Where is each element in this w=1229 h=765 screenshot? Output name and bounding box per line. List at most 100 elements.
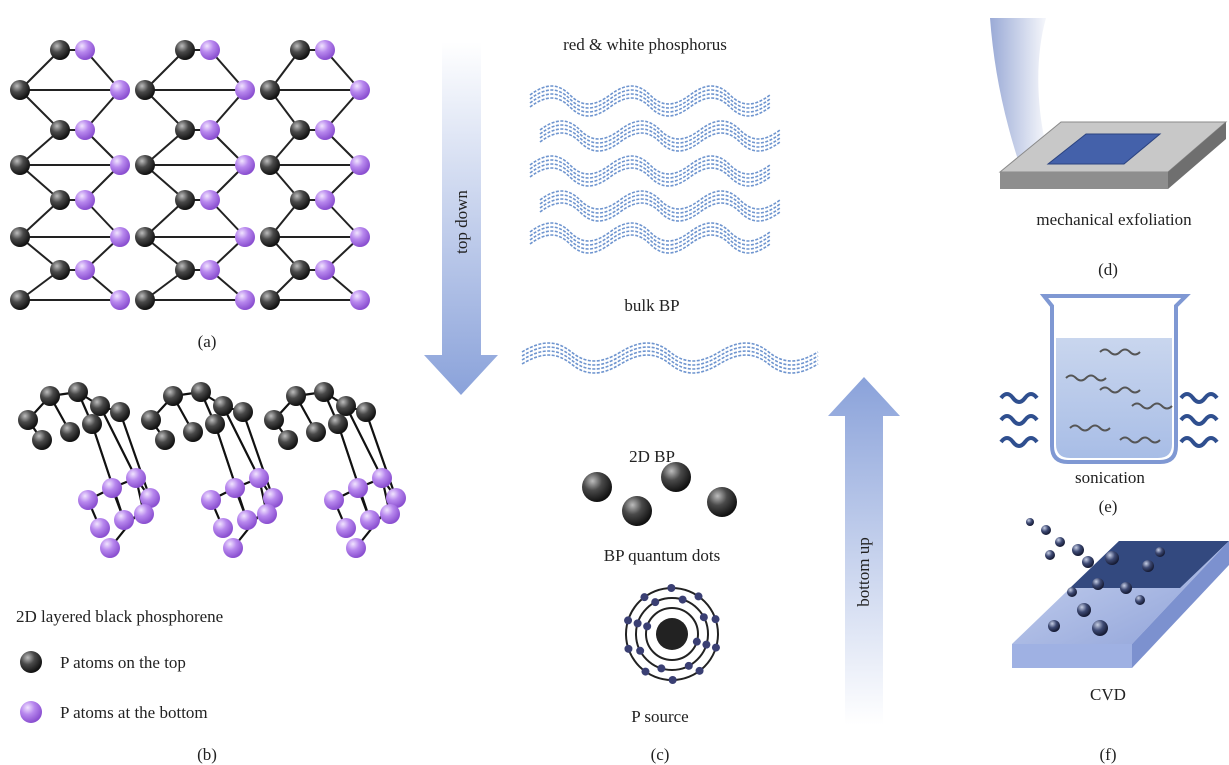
bottom-atom	[235, 80, 255, 100]
top-atom	[175, 260, 195, 280]
bottom-atom	[78, 490, 98, 510]
top-atom	[10, 227, 30, 247]
top-atom	[260, 290, 280, 310]
top-atom	[290, 260, 310, 280]
two-d-bp-illustration	[521, 342, 819, 374]
wave	[1179, 436, 1219, 448]
vapor-particle	[1120, 582, 1132, 594]
top-atom	[328, 414, 348, 434]
quantum-dot	[582, 472, 612, 502]
electron	[657, 664, 666, 673]
bp-flake	[1046, 133, 1162, 165]
electron	[651, 598, 660, 607]
bottom-atom	[235, 155, 255, 175]
top-atom	[290, 120, 310, 140]
legend-top-atoms-label: P atoms on the top	[60, 653, 186, 672]
top-atom	[18, 410, 38, 430]
electron	[694, 592, 703, 601]
sheet-line	[529, 222, 771, 242]
ultrasound-waves	[999, 392, 1219, 448]
top-atom	[135, 80, 155, 100]
electron	[695, 666, 704, 675]
bottom-atom	[257, 504, 277, 524]
bottom-atom	[380, 504, 400, 524]
sheet-line	[529, 155, 771, 175]
bottom-atom	[110, 155, 130, 175]
bottom-atom	[225, 478, 245, 498]
sheet-line	[521, 342, 819, 362]
vapor-particle	[1041, 525, 1051, 535]
bottom-atom	[350, 80, 370, 100]
puckered-bond	[90, 423, 126, 521]
sonication-label: sonication	[1075, 468, 1145, 487]
bottom-atom	[200, 190, 220, 210]
top-atom	[135, 227, 155, 247]
wave	[999, 414, 1039, 426]
bottom-atom	[350, 290, 370, 310]
top-atom	[135, 155, 155, 175]
bottom-atom	[350, 227, 370, 247]
bulk-bp-layer	[529, 222, 771, 254]
bottom-atom	[110, 290, 130, 310]
cvd-label: CVD	[1090, 685, 1126, 704]
bottom-atom	[360, 510, 380, 530]
electron	[684, 661, 693, 670]
panel-a-lattice	[10, 40, 370, 310]
bottom-atom	[200, 120, 220, 140]
bottom-atom	[249, 468, 269, 488]
top-atom	[183, 422, 203, 442]
bottom-atom	[102, 478, 122, 498]
puckered-bond	[336, 423, 372, 521]
beaker-outline	[1039, 294, 1191, 464]
top-atom	[314, 382, 334, 402]
top-atom	[278, 430, 298, 450]
top-atom	[163, 386, 183, 406]
vapor-particle	[1092, 620, 1108, 636]
top-atom	[264, 410, 284, 430]
cvd-substrate-side	[1132, 541, 1229, 668]
top-atom	[290, 190, 310, 210]
puckered-bond	[118, 411, 152, 499]
electron	[702, 640, 711, 649]
bulk-bp-label: bulk BP	[624, 296, 679, 315]
flake	[1131, 402, 1173, 410]
electron	[624, 644, 633, 653]
vapor-particle	[1105, 551, 1119, 565]
bottom-atom	[372, 468, 392, 488]
flake	[1119, 436, 1161, 444]
bulk-bp-layer	[529, 155, 771, 187]
quantum-dots	[582, 462, 737, 526]
bottom-atom	[223, 538, 243, 558]
top-atom	[10, 290, 30, 310]
nucleus	[656, 618, 688, 650]
bottom-atom	[201, 490, 221, 510]
top-atom	[50, 190, 70, 210]
vapor-particles	[1026, 518, 1165, 636]
electron	[633, 619, 642, 628]
wave	[999, 436, 1039, 448]
bottom-atom	[134, 504, 154, 524]
legend-title: 2D layered black phosphorene	[16, 607, 223, 626]
top-atom	[135, 290, 155, 310]
substrate-side	[1168, 122, 1226, 189]
top-atom	[60, 422, 80, 442]
wave	[999, 392, 1039, 404]
bottom-atom	[140, 488, 160, 508]
top-atom	[32, 430, 52, 450]
vapor-particle	[1045, 550, 1055, 560]
bottom-atom	[90, 518, 110, 538]
bottom-atom	[200, 260, 220, 280]
top-atom	[141, 410, 161, 430]
top-atom	[110, 402, 130, 422]
bp-quantum-dots-label: BP quantum dots	[604, 546, 721, 565]
bottom-atom	[350, 155, 370, 175]
electron	[692, 637, 701, 646]
sheet-line	[521, 350, 819, 370]
panel-b-caption: (b)	[197, 745, 217, 764]
puckered-bond	[345, 405, 383, 479]
panel-e-caption: (e)	[1099, 497, 1118, 516]
bottom-atom	[200, 40, 220, 60]
bottom-atom	[336, 518, 356, 538]
electron-shell	[635, 597, 709, 671]
bottom-atom	[75, 260, 95, 280]
